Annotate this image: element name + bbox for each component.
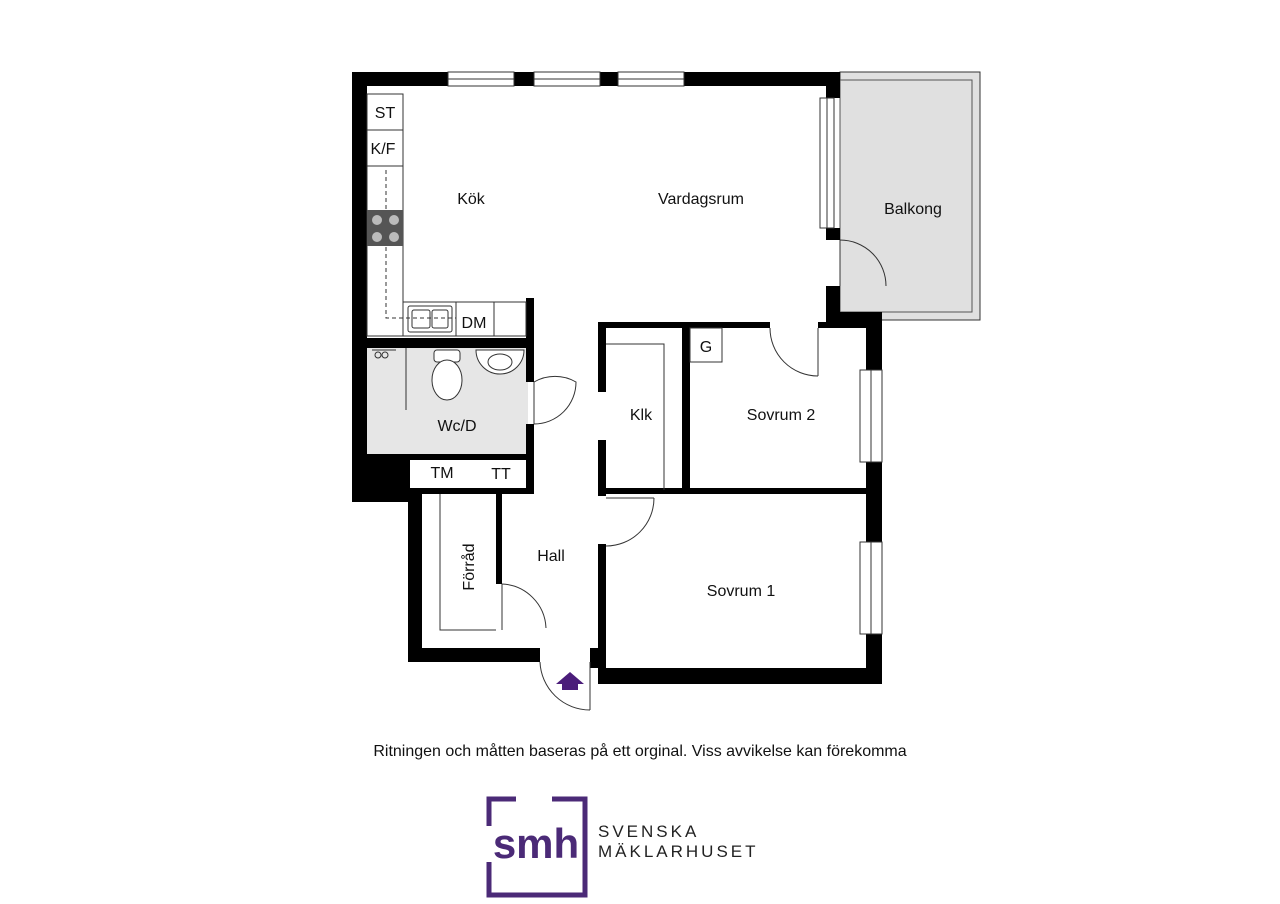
wardrobes [439,327,723,631]
shower-icon [372,348,407,410]
inner-walls [366,298,868,668]
room-label-kok: Kök [457,191,486,208]
windows [447,71,883,635]
brand-line-1: SVENSKA [598,822,700,841]
stove-icon [367,210,403,246]
smh-logo: smh [486,796,588,898]
washbasin-icon [475,349,525,375]
room-label-forrad: Förråd [460,543,478,590]
fixture-label-tm: TM [430,465,453,482]
fixture-label-kf: K/F [371,141,396,158]
kitchen-sink-icon [407,305,453,333]
room-label-vardagsrum: Vardagsrum [658,191,744,208]
fixture-label-g: G [700,339,712,356]
fixture-label-tt: TT [491,466,511,483]
brand-line-2: MÄKLARHUSET [598,842,759,861]
room-label-sovrum1: Sovrum 1 [707,583,776,600]
balcony-area [839,71,981,321]
entrance-arrow-icon [556,672,584,690]
fixture-label-dm: DM [462,315,487,332]
disclaimer-text: Ritningen och måtten baseras på ett orgi… [373,743,907,760]
room-label-klk: Klk [630,407,653,424]
room-label-wcd: Wc/D [437,418,476,435]
room-label-hall: Hall [537,548,565,565]
outer-walls [352,72,882,684]
room-label-balkong: Balkong [884,201,942,218]
logo-mark: smh [493,820,579,867]
toilet-icon [431,349,463,401]
balcony-railing [839,79,973,313]
room-label-sovrum2: Sovrum 2 [747,407,816,424]
fixture-label-st: ST [375,105,396,122]
doors [501,239,887,711]
brand-name: SVENSKA MÄKLARHUSET [598,822,759,862]
